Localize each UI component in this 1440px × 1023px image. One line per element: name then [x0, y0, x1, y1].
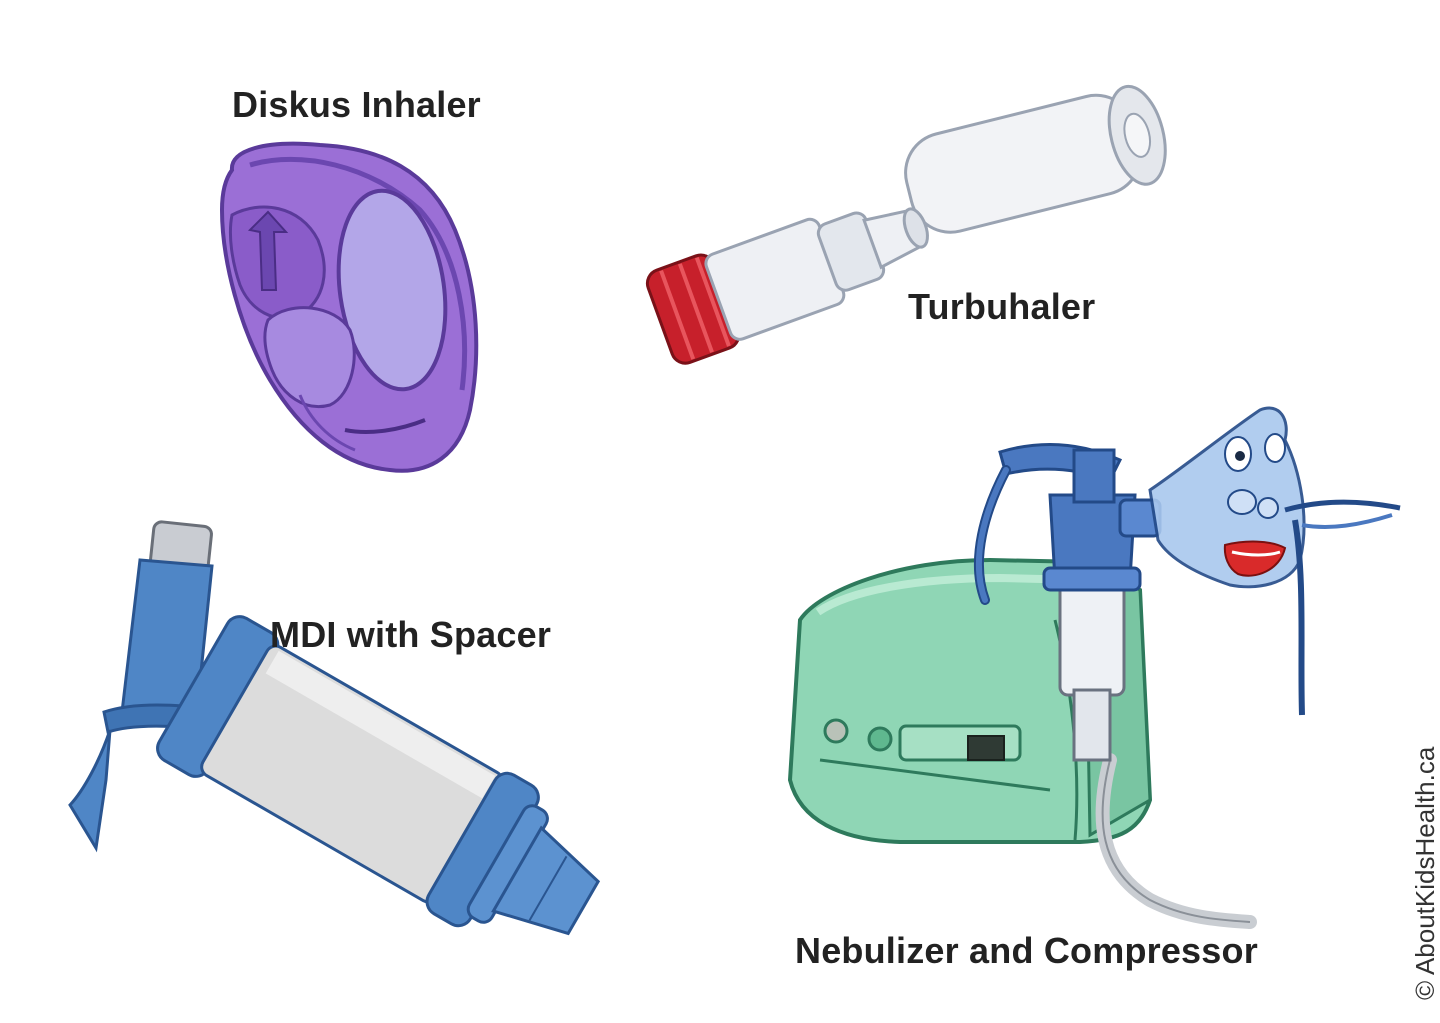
mdi-with-spacer-illustration [68, 520, 601, 936]
turbuhaler-label: Turbuhaler [908, 286, 1096, 327]
diskus-inhaler-label: Diskus Inhaler [232, 84, 481, 125]
nebulizer-compressor-label: Nebulizer and Compressor [795, 930, 1258, 971]
turbuhaler-illustration [645, 84, 1167, 365]
diskus-inhaler-illustration [219, 141, 479, 473]
mdi-with-spacer-label: MDI with Spacer [270, 614, 552, 655]
nebulizer-compressor-illustration [787, 406, 1401, 929]
copyright-credit: © AboutKidsHealth.ca [1410, 746, 1440, 1000]
